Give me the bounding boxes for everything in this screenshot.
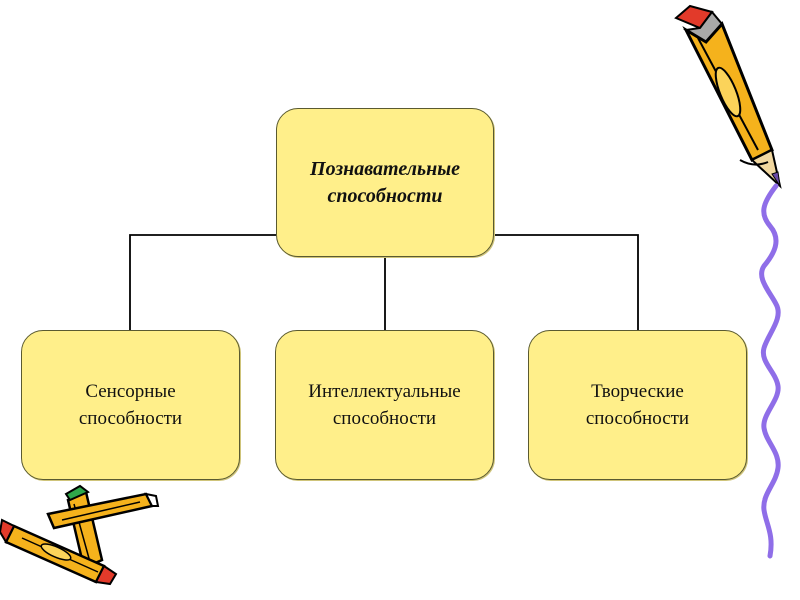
crayon-icon xyxy=(0,484,160,586)
child-node-label: Сенсорные способности xyxy=(78,381,183,429)
child-node-sensory: Сенсорные способности xyxy=(21,330,240,480)
child-node-intellectual: Интеллектуальные способности xyxy=(275,330,494,480)
root-node-box: Познавательные способности xyxy=(276,108,494,257)
wavy-line-icon xyxy=(759,183,781,559)
connector-root-to-right xyxy=(494,234,639,330)
child-node-label: Интеллектуальные способности xyxy=(308,381,461,429)
root-node-label: Познавательные способности xyxy=(310,157,460,207)
connector-root-to-left xyxy=(129,234,276,330)
pencil-icon xyxy=(674,4,782,189)
child-node-label: Творческие способности xyxy=(585,381,690,429)
child-node-creative: Творческие способности xyxy=(528,330,747,480)
